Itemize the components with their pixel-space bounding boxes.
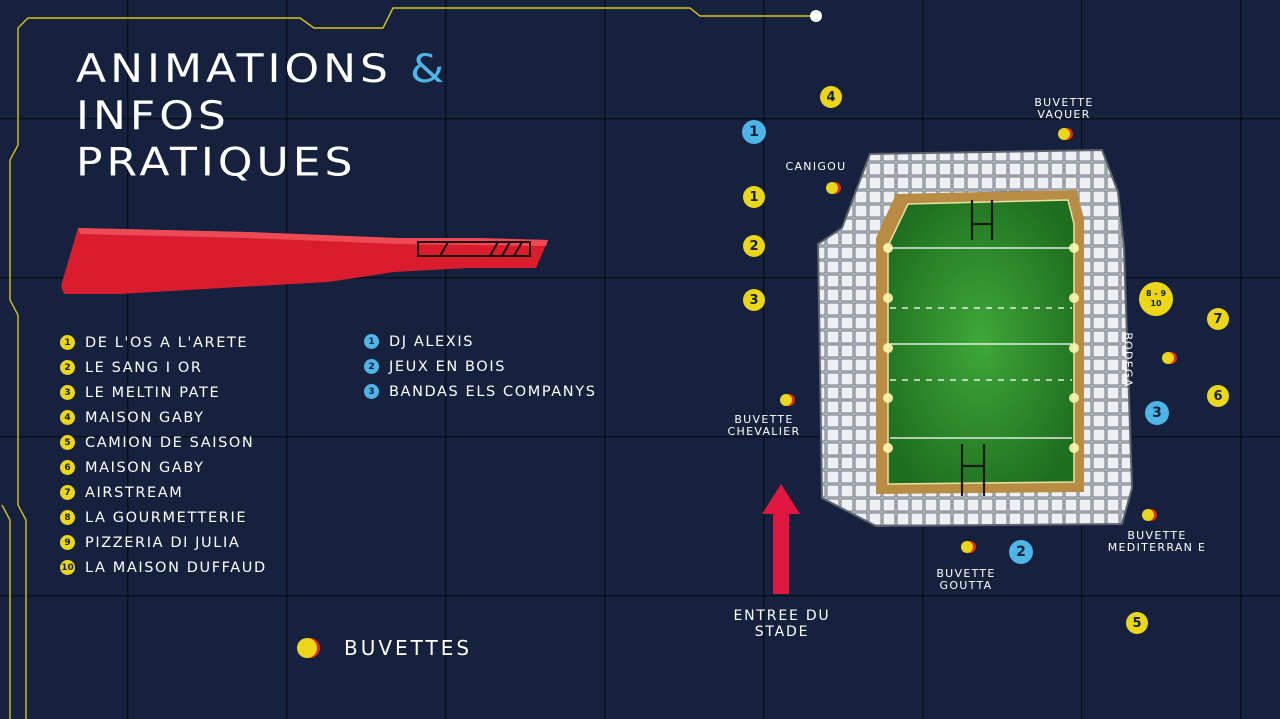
animation-label: BANDAS ELS COMPANYS <box>389 383 597 400</box>
buvette-dot-chevalier <box>780 394 792 406</box>
circuit-line-decoration <box>1 7 822 719</box>
map-marker-animation-3: 3 <box>1145 401 1169 425</box>
list-item: 3 BANDAS ELS COMPANYS <box>364 379 597 404</box>
buvette-dot-mediterrane <box>1142 509 1154 521</box>
list-item: 5 CAMION DE SAISON <box>60 430 267 455</box>
title-line-3: PRATIQUES <box>76 139 357 186</box>
food-number-badge: 9 <box>60 535 75 550</box>
buvette-line-2: GOUTTA <box>939 579 993 592</box>
food-stand-label: CAMION DE SAISON <box>85 434 255 451</box>
list-item: 4 MAISON GABY <box>60 405 267 430</box>
buvette-dot-goutta <box>961 541 973 553</box>
buvette-line-2: VAQUER <box>1037 108 1091 121</box>
canigou-label: CANIGOU <box>785 160 847 173</box>
legend-label: BUVETTES <box>344 636 473 660</box>
food-number-badge: 1 <box>60 335 75 350</box>
multi-marker-top: 8 - 9 <box>1145 289 1167 298</box>
animation-label: DJ ALEXIS <box>389 333 475 350</box>
food-stand-list: 1 DE L'OS A L'ARETE 2 LE SANG I OR 3 LE MEL… <box>60 330 267 580</box>
buvette-dot-vaquer <box>1058 128 1070 140</box>
list-item: 2 JEUX EN BOIS <box>364 354 597 379</box>
food-number-badge: 4 <box>60 410 75 425</box>
buvette-line-1: BUVETTE <box>936 567 996 580</box>
buvette-chevalier-label: BUVETTE CHEVALIER <box>712 414 816 438</box>
map-marker-food-1: 1 <box>743 186 765 208</box>
buvette-dot-canigou <box>826 182 838 194</box>
food-stand-label: PIZZERIA DI JULIA <box>85 534 241 551</box>
food-stand-label: AIRSTREAM <box>85 484 184 501</box>
food-number-badge: 6 <box>60 460 75 475</box>
food-stand-label: DE L'OS A L'ARETE <box>85 334 249 351</box>
entrance-arrow-icon <box>762 484 800 594</box>
buvette-dot-icon <box>297 638 320 658</box>
list-item: 1 DE L'OS A L'ARETE <box>60 330 267 355</box>
list-item: 1 DJ ALEXIS <box>364 329 597 354</box>
entrance-line-1: ENTREE DU <box>733 608 831 624</box>
map-marker-food-3: 3 <box>743 289 765 311</box>
map-marker-food-7: 7 <box>1207 308 1229 330</box>
food-number-badge: 8 <box>60 510 75 525</box>
entrance-line-2: STADE <box>754 624 810 640</box>
list-item: 8 LA GOURMETTERIE <box>60 505 267 530</box>
list-item: 10 LA MAISON DUFFAUD <box>60 555 267 580</box>
buvette-line-1: BUVETTE <box>1034 96 1094 109</box>
food-stand-label: LA GOURMETTERIE <box>85 509 248 526</box>
page-title: ANIMATIONS & INFOS PRATIQUES <box>76 46 448 186</box>
stadium-illustration <box>816 148 1134 528</box>
buvettes-legend: BUVETTES <box>296 636 472 660</box>
buvette-line-1: BUVETTE <box>1127 529 1187 542</box>
list-item: 6 MAISON GABY <box>60 455 267 480</box>
stadium-entrance-label: ENTREE DU STADE <box>720 608 844 640</box>
bodega-label: BODEGA <box>1121 332 1135 388</box>
food-number-badge: 3 <box>60 385 75 400</box>
food-number-badge: 7 <box>60 485 75 500</box>
list-item: 9 PIZZERIA DI JULIA <box>60 530 267 555</box>
food-stand-label: MAISON GABY <box>85 459 205 476</box>
buvette-goutta-label: BUVETTE GOUTTA <box>920 568 1012 592</box>
buvette-dot-bodega <box>1162 352 1174 364</box>
food-stand-label: LE MELTIN PATE <box>85 384 221 401</box>
food-number-badge: 5 <box>60 435 75 450</box>
food-number-badge: 10 <box>60 560 75 575</box>
animation-label: JEUX EN BOIS <box>389 358 506 375</box>
food-stand-label: LA MAISON DUFFAUD <box>85 559 267 576</box>
buvette-vaquer-label: BUVETTE VAQUER <box>1020 97 1108 121</box>
map-marker-food-2: 2 <box>743 235 765 257</box>
list-item: 2 LE SANG I OR <box>60 355 267 380</box>
title-ampersand: & <box>409 46 449 92</box>
map-marker-food-4-top: 4 <box>820 86 842 108</box>
animation-number-badge: 1 <box>364 334 379 349</box>
list-item: 3 LE MELTIN PATE <box>60 380 267 405</box>
red-paddle-decoration <box>61 228 548 294</box>
map-marker-animation-2: 2 <box>1009 540 1033 564</box>
buvette-mediterrane-label: BUVETTE MEDITERRAN E <box>1094 530 1220 554</box>
animation-number-badge: 3 <box>364 384 379 399</box>
buvette-line-1: BUVETTE <box>734 413 794 426</box>
title-line-1: ANIMATIONS <box>76 46 392 92</box>
map-marker-food-5: 5 <box>1126 612 1148 634</box>
map-marker-food-8-9-10: 8 - 9 10 <box>1139 282 1173 316</box>
multi-marker-bottom: 10 <box>1150 299 1162 308</box>
food-number-badge: 2 <box>60 360 75 375</box>
buvette-line-2: CHEVALIER <box>727 425 801 438</box>
food-stand-label: MAISON GABY <box>85 409 205 426</box>
map-marker-food-6: 6 <box>1207 385 1229 407</box>
map-marker-animation-1: 1 <box>742 120 766 144</box>
list-item: 7 AIRSTREAM <box>60 480 267 505</box>
animation-number-badge: 2 <box>364 359 379 374</box>
buvette-line-2: MEDITERRAN E <box>1107 541 1207 554</box>
title-line-2: INFOS <box>76 92 230 139</box>
animation-list: 1 DJ ALEXIS 2 JEUX EN BOIS 3 BANDAS ELS COM… <box>364 329 597 404</box>
food-stand-label: LE SANG I OR <box>85 359 203 376</box>
